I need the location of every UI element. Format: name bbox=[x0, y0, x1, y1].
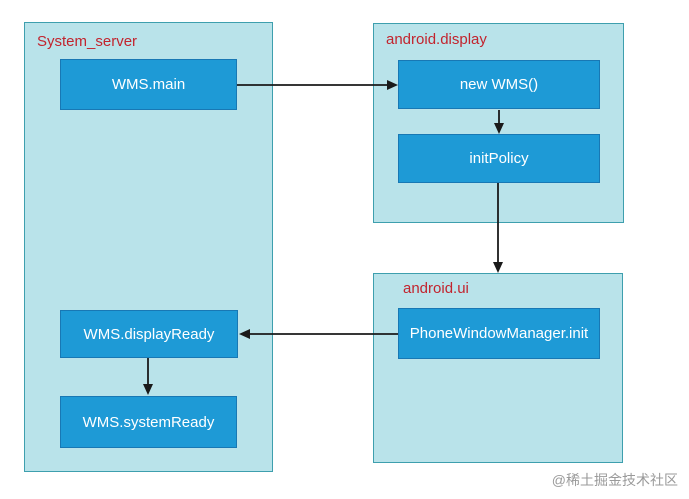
container-android-display bbox=[373, 23, 624, 223]
watermark-juejin: @稀土掘金技术社区 bbox=[551, 472, 678, 488]
container-title-android-ui: android.ui bbox=[403, 280, 469, 297]
container-title-android-display: android.display bbox=[386, 31, 487, 48]
node-new-wms: new WMS() bbox=[398, 60, 600, 109]
container-android-ui bbox=[373, 273, 623, 463]
container-title-system-server: System_server bbox=[37, 33, 138, 50]
node-wms-display-ready: WMS.displayReady bbox=[60, 310, 238, 358]
node-wms-main: WMS.main bbox=[60, 59, 237, 110]
node-wms-system-ready: WMS.systemReady bbox=[60, 396, 237, 448]
node-phone-window-manager-init: PhoneWindowManager.init bbox=[398, 308, 600, 359]
node-init-policy: initPolicy bbox=[398, 134, 600, 183]
